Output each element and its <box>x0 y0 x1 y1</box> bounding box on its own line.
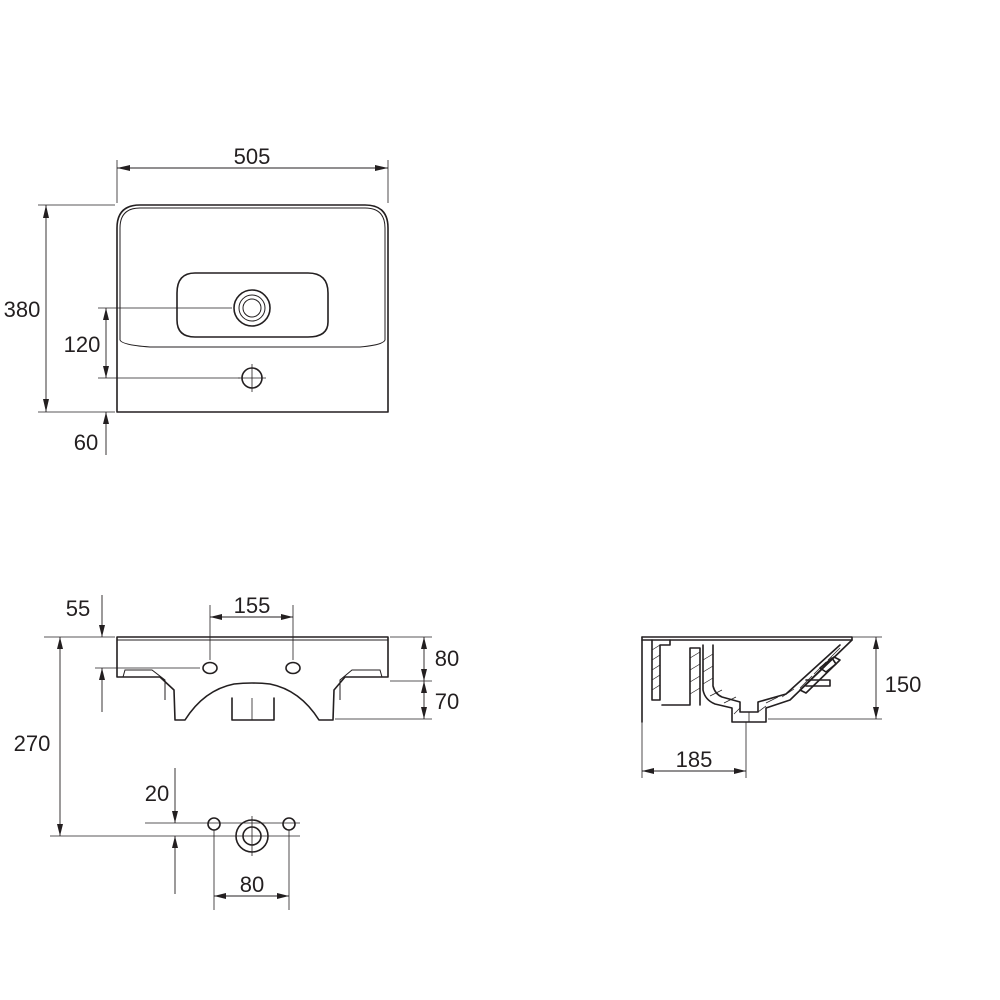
top-view: 505 380 120 60 <box>4 144 389 455</box>
basin-inner-rim <box>119 207 386 348</box>
side-bowl-section <box>702 639 853 723</box>
dim-bowl-depth-label: 70 <box>435 689 459 714</box>
dim-waste-position-label: 185 <box>676 747 713 772</box>
fixing-detail: 20 80 <box>50 768 300 910</box>
front-basin-outline <box>116 636 389 721</box>
section-hatching <box>651 644 841 715</box>
dim-depth-label: 380 <box>4 297 41 322</box>
drain-middle <box>238 294 266 322</box>
dim-hole-spacing-label: 155 <box>234 593 271 618</box>
side-section-view: 150 185 <box>641 636 922 778</box>
drain-outer <box>233 289 271 327</box>
bowl-outline <box>176 272 329 338</box>
dim-tap-offset-label: 60 <box>74 430 98 455</box>
front-fixing-hole-left <box>202 661 218 675</box>
fixing-point-left <box>207 817 221 831</box>
dim-rim-height-label: 80 <box>435 646 459 671</box>
dim-waste-height-label: 270 <box>14 731 51 756</box>
front-waste-outlet <box>231 697 275 721</box>
basin-outline <box>116 204 389 413</box>
dim-hole-height-label: 55 <box>66 596 90 621</box>
front-view: 155 55 80 70 270 <box>14 593 459 836</box>
dim-drain-to-tap-label: 120 <box>64 332 101 357</box>
front-fixing-hole-right <box>285 661 301 675</box>
dim-fixing-offset-label: 20 <box>145 781 169 806</box>
dim-width-label: 505 <box>234 144 271 169</box>
dim-side-height-label: 150 <box>885 672 922 697</box>
fixing-point-right <box>282 817 296 831</box>
dim-fixing-spacing-label: 80 <box>240 872 264 897</box>
drain-inner <box>242 298 262 318</box>
